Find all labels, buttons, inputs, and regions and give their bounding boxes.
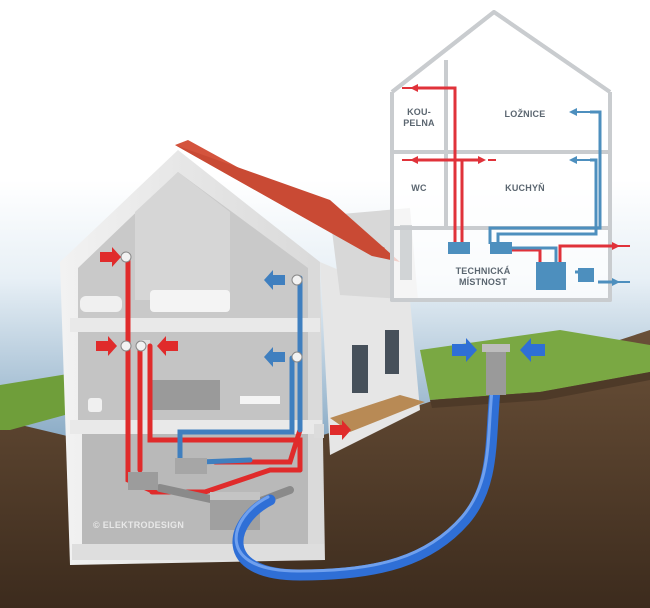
ground-hose — [232, 384, 501, 581]
grass-edge-right — [430, 372, 650, 408]
warm-air-arrows — [96, 247, 351, 440]
room-label-wc: WC — [411, 183, 427, 193]
floor-slab — [72, 544, 324, 560]
cold-air-arrows — [264, 270, 285, 367]
bed — [150, 290, 230, 312]
air-intake-column — [486, 350, 506, 395]
wooden-deck — [330, 395, 425, 432]
house-window — [352, 345, 368, 393]
room-label-technicka: TECHNICKÁ MÍSTNOST — [455, 266, 511, 287]
schematic-unit-1 — [448, 242, 470, 254]
toilet — [88, 398, 102, 412]
dining-table — [240, 396, 280, 404]
schematic-cold-arrows — [576, 111, 630, 283]
heat-recovery-unit — [128, 472, 158, 490]
grass-right — [420, 330, 650, 400]
kitchen-counter — [150, 380, 220, 410]
schematic-warm-arrows — [402, 87, 630, 247]
schematic-unit-2 — [490, 242, 512, 254]
interior-wall — [140, 340, 150, 420]
floor-slab — [70, 318, 320, 332]
air-valves — [120, 251, 303, 363]
schematic-cold-lines — [488, 110, 612, 284]
schematic-main-unit — [536, 262, 566, 290]
room-label-koupelna: KOU- PELNA — [403, 107, 435, 128]
wall-grille — [314, 424, 324, 438]
credit-text: © ELEKTRODESIGN — [93, 520, 185, 530]
house-window — [385, 330, 399, 374]
intake-arrow-right — [520, 338, 545, 362]
house-roof-top — [175, 145, 400, 262]
room-label-loznice: LOŽNICE — [504, 109, 546, 119]
schematic-unit-3 — [578, 268, 594, 282]
ground-hose-highlight — [234, 388, 494, 573]
basement-room — [82, 434, 308, 544]
bathtub — [80, 296, 122, 312]
room-label-kuchyn: KUCHYŇ — [505, 183, 545, 193]
schematic-fill — [394, 94, 608, 298]
intake-arrow-left — [452, 338, 477, 362]
attic-back — [135, 172, 230, 300]
schematic-cold-arrows — [569, 108, 620, 286]
distribution-box — [175, 458, 207, 474]
ventilation-unit-top — [210, 492, 260, 500]
air-intake-cap — [482, 344, 510, 352]
